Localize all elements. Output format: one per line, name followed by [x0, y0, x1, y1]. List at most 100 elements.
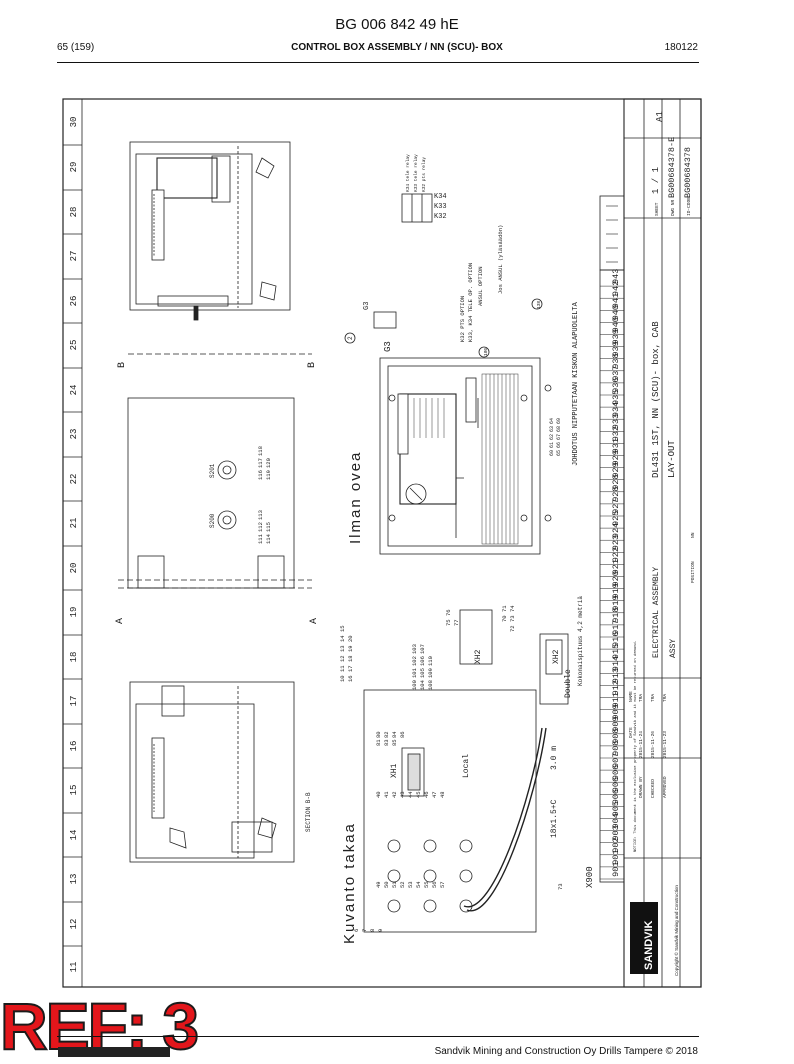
- column-number: 13: [69, 874, 79, 885]
- rail-balloons: 61: [549, 442, 555, 448]
- legend-k34: K34 tele relay: [405, 154, 411, 192]
- copyright: Copyright © Sandvik Mining and Construct…: [673, 885, 679, 976]
- option-ansul: ANSUL OPTION: [477, 266, 484, 306]
- terminal-number: 935: [611, 390, 621, 405]
- title-assy: ASSY: [669, 639, 678, 658]
- switch-s201: S201: [209, 463, 216, 478]
- balloon: 19: [347, 645, 354, 652]
- rail-balloons: 68: [556, 426, 562, 432]
- balloon: 80: [375, 731, 382, 738]
- option-k33-k34: K33, K34 TELE OP. OPTION: [467, 263, 474, 342]
- terminal-number: 908: [611, 741, 621, 756]
- balloon: 50: [383, 881, 390, 888]
- enclosure-open-view: [379, 357, 552, 555]
- column-number: 20: [69, 563, 79, 574]
- balloon: 119: [265, 470, 272, 480]
- balloon: 51: [391, 881, 398, 888]
- terminal-number: 909: [611, 716, 621, 731]
- balloon: 10: [339, 675, 346, 682]
- balloon: 42: [391, 791, 398, 798]
- title-idcode-label: ID-CODE: [686, 197, 692, 216]
- balloon: 103: [411, 644, 418, 654]
- terminal-number: 922: [611, 547, 621, 562]
- terminal-number: 931: [611, 438, 621, 453]
- enclosure-back-view: [363, 609, 569, 933]
- column-number: 23: [69, 429, 79, 440]
- balloon: 44: [407, 791, 414, 798]
- side-view-assembly: S200 S201: [118, 397, 312, 589]
- relay-k32: K32: [434, 213, 447, 221]
- cable-length: 3.0 m: [550, 746, 559, 770]
- column-strip: 30 29 28 27 26 25 24 23 22 21 20 19 18 1…: [63, 117, 82, 972]
- column-number: 29: [69, 162, 79, 173]
- section-marker-b-left: B: [117, 362, 128, 368]
- column-number: 26: [69, 296, 79, 307]
- column-number: 16: [69, 741, 79, 752]
- balloon: 81: [375, 739, 382, 746]
- document-date: 180122: [664, 42, 698, 53]
- terminal-number: 939: [611, 329, 621, 344]
- balloon: 17: [347, 665, 354, 672]
- balloon: 56: [431, 881, 438, 888]
- column-number: 12: [69, 919, 79, 930]
- title-approved-label: APPROVED: [662, 776, 668, 798]
- connector-xh2: XH2: [474, 649, 483, 664]
- balloon: 57: [439, 881, 446, 888]
- balloon: 40: [375, 791, 382, 798]
- terminal-rows: 9439429419409409399399389379369359349339…: [600, 269, 624, 880]
- balloon: 41: [383, 791, 390, 798]
- title-date-label: DATE: [628, 727, 634, 738]
- title-drawn-name: TRA: [638, 694, 644, 702]
- connector-xh2-b: XH2: [552, 649, 561, 664]
- balloon: 84: [391, 731, 398, 738]
- terminal-number: 932: [611, 426, 621, 441]
- balloon: 138: [536, 301, 542, 309]
- terminal-number: 913: [611, 668, 621, 683]
- balloon: 100: [411, 680, 418, 690]
- switch-s200: S200: [209, 513, 216, 528]
- balloon: 47: [431, 791, 438, 798]
- terminal-number: 906: [611, 789, 621, 804]
- rail-balloons: 66: [556, 442, 562, 448]
- column-number: 24: [69, 385, 79, 396]
- title-approved-date: 2015-11-23: [662, 731, 668, 758]
- g3-label: G3: [363, 302, 371, 310]
- title-drawn-date: 2015-11-24: [638, 731, 644, 758]
- title-checked-name: TRA: [650, 694, 656, 702]
- balloon: 180: [483, 348, 489, 356]
- title-description: DL431 1ST, NN (SCU)- box, CAB: [651, 321, 661, 478]
- terminal-number: 905: [611, 801, 621, 816]
- balloon: 111: [257, 533, 264, 544]
- terminal-number: 904: [611, 813, 621, 828]
- title-checked-date: 2015-11-26: [650, 731, 656, 758]
- brand-strip: [58, 1047, 170, 1057]
- terminal-number: 915: [611, 644, 621, 659]
- balloon: 86: [399, 731, 406, 738]
- balloon: 106: [419, 656, 426, 666]
- option-k32-pts: K32 PTS OPTION: [459, 296, 466, 342]
- title-nn: NN: [690, 532, 696, 538]
- title-dwg-value: BG00684378-E: [667, 137, 677, 198]
- terminal-number: 909: [611, 704, 621, 719]
- balloon: 45: [415, 791, 422, 798]
- document-number: BG 006 842 49 hE: [335, 16, 459, 33]
- title-position-label: POSITION: [690, 561, 696, 583]
- rail-balloons: 63: [549, 426, 555, 432]
- balloon: 18: [347, 655, 354, 662]
- balloon: 117: [257, 458, 264, 468]
- column-number: 15: [69, 785, 79, 796]
- balloon: 14: [339, 635, 346, 642]
- brand-logo: SANDVIK: [643, 920, 655, 970]
- balloon: 8: [369, 929, 376, 932]
- relay-k34: K34: [434, 193, 447, 201]
- column-number: 14: [69, 830, 79, 841]
- column-number: 21: [69, 518, 79, 529]
- rail-balloons: 69: [556, 418, 562, 424]
- connector-xh1-local: Local: [462, 754, 471, 778]
- terminal-rail: [481, 373, 519, 545]
- balloon: 104: [419, 679, 426, 690]
- balloon: 13: [339, 645, 346, 652]
- balloon: 120: [265, 458, 272, 468]
- balloon: 107: [419, 644, 426, 654]
- balloon: 101: [411, 667, 418, 678]
